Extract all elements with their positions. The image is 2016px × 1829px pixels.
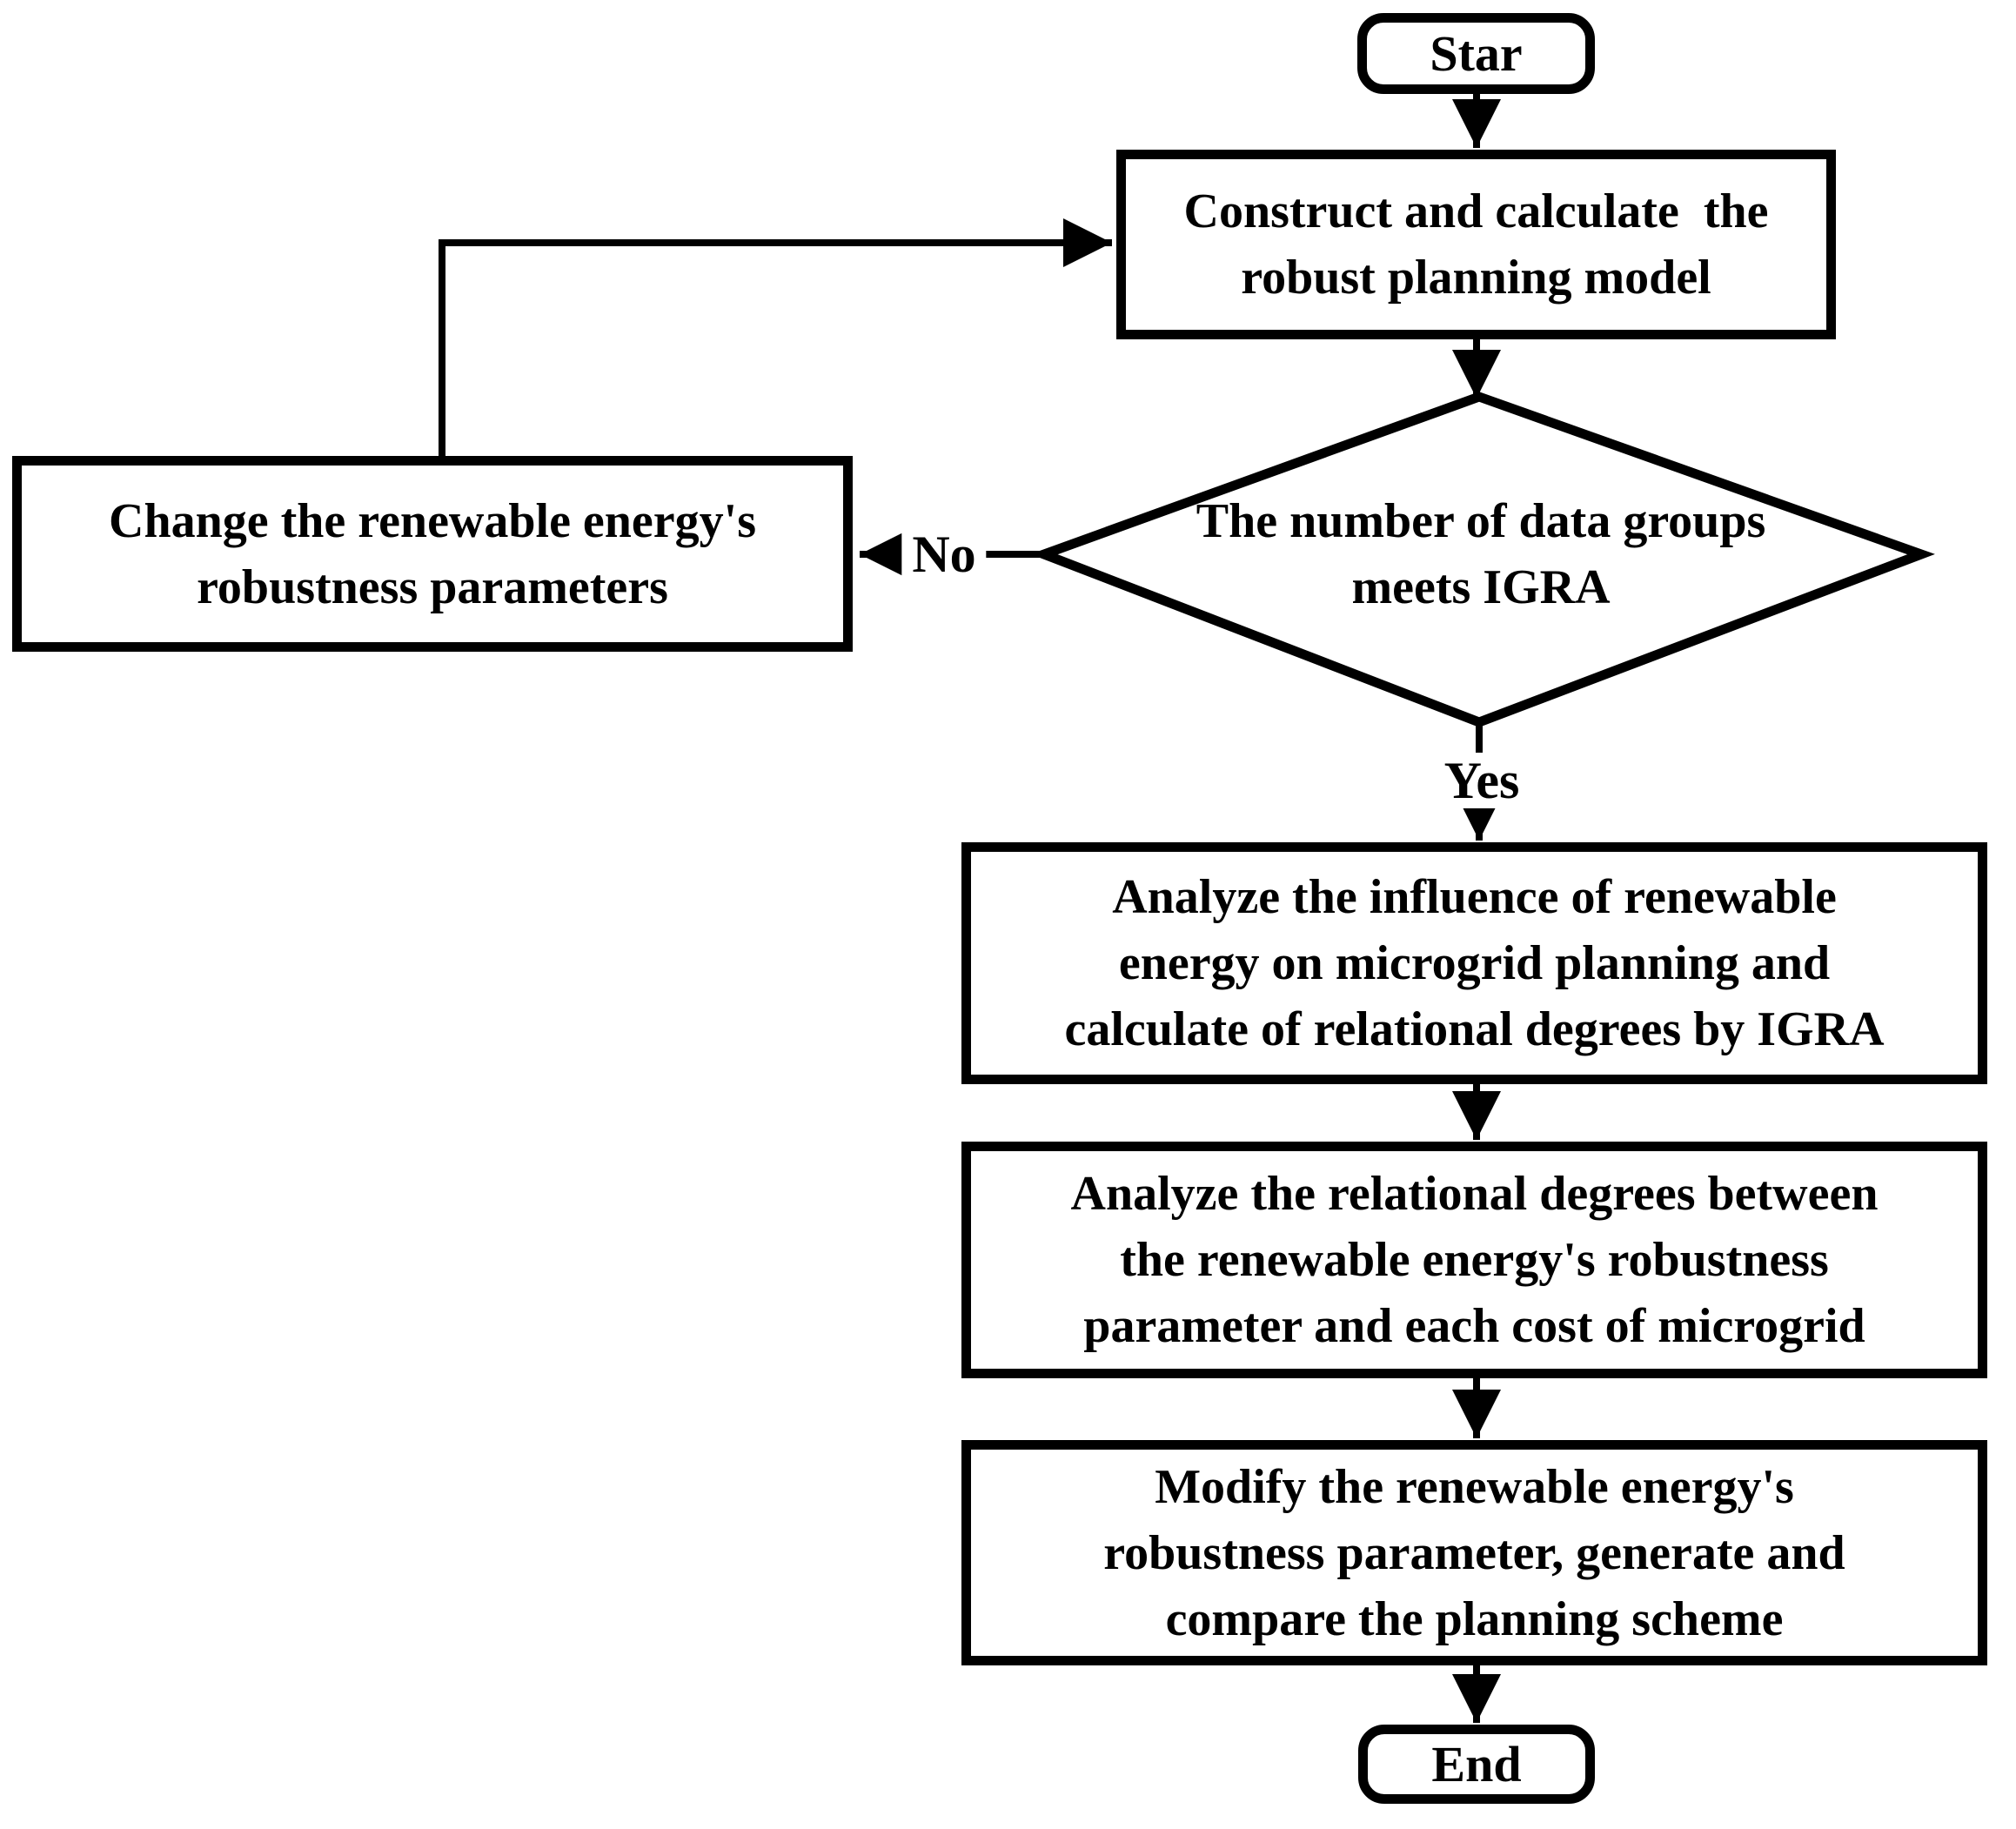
- analyze-influence-node: Analyze the influence of renewable energ…: [961, 842, 1987, 1084]
- construct-model-line: Construct and calculate the: [1183, 184, 1769, 238]
- decision-line: The number of data groups: [1196, 494, 1766, 548]
- analyze-relational-line: parameter and each cost of microgrid: [1083, 1299, 1865, 1353]
- change-parameters-line: Change the renewable energy's: [109, 493, 756, 548]
- modify-parameter-node: Modify the renewable energy's robustness…: [961, 1440, 1987, 1665]
- analyze-relational-line: the renewable energy's robustness: [1120, 1233, 1829, 1287]
- end-node: End: [1358, 1725, 1595, 1804]
- construct-model-line: robust planning model: [1241, 251, 1711, 305]
- no-branch-label: No: [901, 526, 987, 582]
- start-node: Star: [1357, 13, 1595, 94]
- decision-line: meets IGRA: [1351, 560, 1611, 614]
- analyze-relational-line: Analyze the relational degrees between: [1070, 1167, 1879, 1221]
- yes-branch-label: Yes: [1433, 753, 1530, 808]
- analyze-relational-node: Analyze the relational degrees between t…: [961, 1142, 1987, 1378]
- change-parameters-line: robustness parameters: [197, 559, 668, 614]
- analyze-influence-line: energy on microgrid planning and: [1118, 936, 1831, 990]
- modify-parameter-line: Modify the renewable energy's: [1155, 1459, 1794, 1514]
- modify-parameter-line: compare the planning scheme: [1165, 1591, 1784, 1646]
- end-node-label: End: [1431, 1735, 1522, 1792]
- analyze-influence-line: Analyze the influence of renewable: [1112, 870, 1837, 924]
- start-node-label: Star: [1430, 24, 1523, 82]
- change-parameters-node: Change the renewable energy's robustness…: [12, 456, 853, 652]
- modify-parameter-line: robustness parameter, generate and: [1103, 1525, 1845, 1580]
- analyze-influence-line: calculate of relational degrees by IGRA: [1064, 1002, 1885, 1056]
- arrow-change-to-construct: [439, 218, 1112, 456]
- construct-model-node: Construct and calculate the robust plann…: [1116, 150, 1836, 339]
- decision-node-label: The number of data groups meets IGRA: [1133, 474, 1829, 634]
